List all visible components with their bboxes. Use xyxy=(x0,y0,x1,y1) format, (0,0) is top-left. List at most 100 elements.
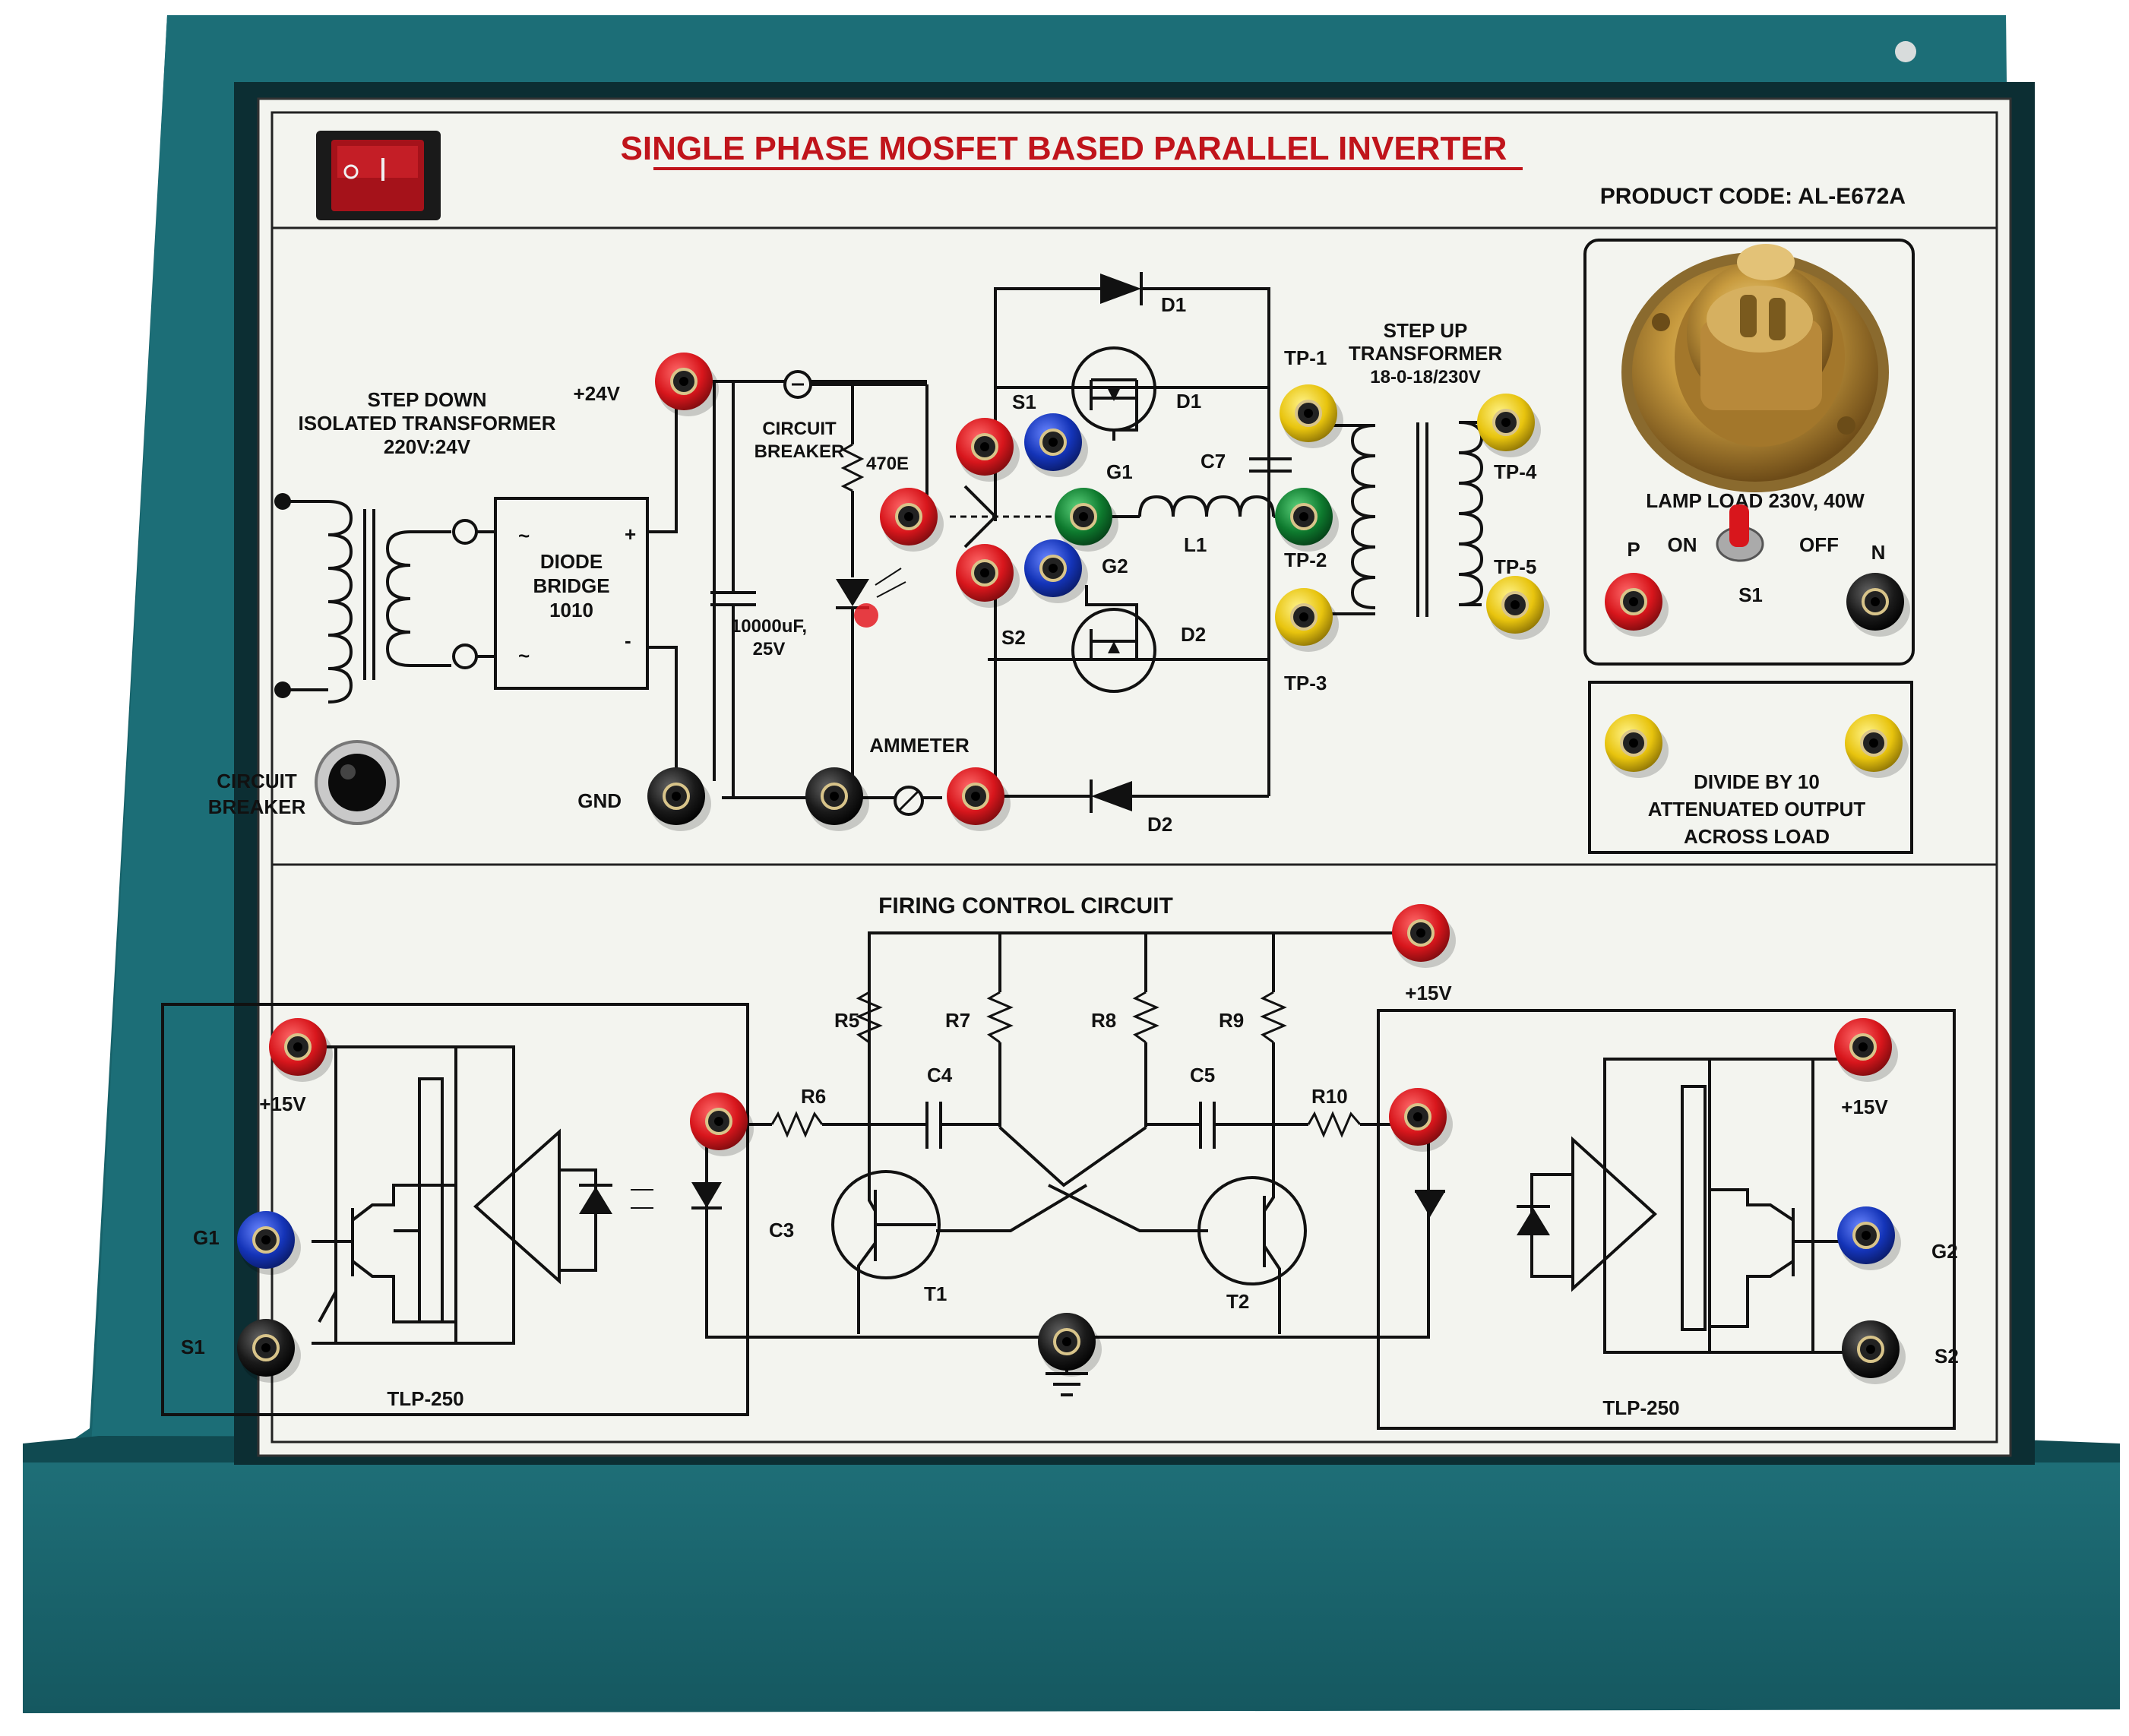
mosfet-s2-icon xyxy=(1071,608,1156,693)
tp1-socket[interactable] xyxy=(1280,384,1343,448)
divide-socket[interactable] xyxy=(1605,714,1669,778)
off-label: OFF xyxy=(1799,533,1839,556)
g2-gate-socket[interactable] xyxy=(1024,539,1088,603)
plus15v-socket[interactable] xyxy=(269,1018,333,1082)
panel-title: SINGLE PHASE MOSFET BASED PARALLEL INVER… xyxy=(621,130,1507,167)
step-up-label: TRANSFORMER xyxy=(1349,342,1502,365)
divide-label: ACROSS LOAD xyxy=(1684,825,1830,848)
g2-label: G2 xyxy=(1931,1240,1958,1263)
gnd-socket[interactable] xyxy=(647,767,711,831)
lamp-n-socket[interactable] xyxy=(1846,573,1910,637)
ac-symbol: ~ xyxy=(518,524,530,547)
product-code: PRODUCT CODE: AL-E672A xyxy=(1600,184,1906,209)
plus15v-label: +15V xyxy=(1405,982,1452,1004)
diode-d1-icon xyxy=(1100,274,1141,304)
g1-socket[interactable] xyxy=(237,1211,301,1275)
d2-label: D2 xyxy=(1181,623,1206,646)
diode-d2-icon xyxy=(1091,781,1132,811)
lamp-toggle-switch[interactable] xyxy=(1716,504,1764,562)
r8-label: R8 xyxy=(1091,1009,1116,1032)
plus-symbol: + xyxy=(625,523,636,545)
socket[interactable] xyxy=(956,418,1020,482)
c3-label: C3 xyxy=(769,1219,794,1241)
r5-label: R5 xyxy=(834,1009,859,1032)
tp4-socket[interactable] xyxy=(1477,394,1541,457)
tp2-socket[interactable] xyxy=(1275,488,1339,552)
plus15v-socket[interactable] xyxy=(1392,904,1456,968)
lamp-switch-label: S1 xyxy=(1738,583,1763,606)
r10-label: R10 xyxy=(1311,1085,1348,1108)
divide-by-10-box xyxy=(1588,681,1913,854)
opto-driver-right xyxy=(1377,1009,1956,1430)
circuit-breaker-label: CIRCUIT xyxy=(217,770,297,792)
phase-label: P xyxy=(1627,538,1640,561)
socket[interactable] xyxy=(690,1093,754,1156)
lamp-p-socket[interactable] xyxy=(1605,573,1669,637)
circuit-breaker-label: CIRCUIT xyxy=(762,419,837,439)
step-down-label: STEP DOWN xyxy=(368,388,487,411)
l1-label: L1 xyxy=(1184,533,1207,556)
socket[interactable] xyxy=(956,544,1020,608)
firing-title: FIRING CONTROL CIRCUIT xyxy=(878,893,1173,919)
transistor-t2-icon xyxy=(1197,1176,1307,1285)
c4-label: C4 xyxy=(927,1064,953,1086)
screw-icon xyxy=(1895,41,1916,62)
s2-socket[interactable] xyxy=(1842,1320,1906,1384)
opto-driver-left xyxy=(161,1003,749,1416)
t2-label: T2 xyxy=(1226,1290,1249,1313)
socket[interactable] xyxy=(1055,488,1118,552)
c7-label: C7 xyxy=(1201,450,1226,473)
s1-label: S1 xyxy=(181,1336,205,1358)
divide-socket[interactable] xyxy=(1845,714,1909,778)
ammeter-label: AMMETER xyxy=(869,734,970,757)
c5-label: C5 xyxy=(1190,1064,1215,1086)
r7-label: R7 xyxy=(945,1009,970,1032)
tp3-label: TP-3 xyxy=(1284,672,1327,694)
g1-label: G1 xyxy=(193,1226,220,1249)
capacitor-label: 10000uF, xyxy=(731,616,807,637)
s2-label: S2 xyxy=(1001,626,1026,649)
s1-socket[interactable] xyxy=(237,1319,301,1383)
tp5-label: TP-5 xyxy=(1494,555,1536,578)
plus24v-socket[interactable] xyxy=(655,353,719,416)
bridge-label: DIODE xyxy=(540,550,603,573)
r9-label: R9 xyxy=(1219,1009,1244,1032)
mains-rocker-switch[interactable] xyxy=(316,131,441,220)
minus-symbol: - xyxy=(625,629,631,652)
resistor-label: 470E xyxy=(866,454,909,474)
circuit-breaker-label: BREAKER xyxy=(754,441,845,462)
d1-label: D1 xyxy=(1176,390,1201,413)
gnd-label: GND xyxy=(577,789,622,812)
divide-label: ATTENUATED OUTPUT xyxy=(1648,798,1866,821)
step-up-label: STEP UP xyxy=(1384,319,1468,342)
bridge-label: BRIDGE xyxy=(533,574,609,597)
on-label: ON xyxy=(1668,533,1697,556)
socket[interactable] xyxy=(880,488,944,552)
ac-symbol: ~ xyxy=(518,644,530,667)
transistor-t1-icon xyxy=(831,1170,941,1279)
ammeter-socket[interactable] xyxy=(947,767,1011,831)
capacitor-label: 25V xyxy=(753,639,786,659)
circuit-breaker-button[interactable] xyxy=(315,740,400,825)
socket-group xyxy=(237,353,1910,1384)
plus24v-label: +24V xyxy=(574,382,621,405)
circuit-breaker-label: BREAKER xyxy=(208,795,306,818)
g2-socket[interactable] xyxy=(1837,1206,1901,1270)
tp1-label: TP-1 xyxy=(1284,346,1327,369)
d1-label: D1 xyxy=(1161,293,1186,316)
tlp250-label: TLP-250 xyxy=(387,1387,463,1410)
tp5-socket[interactable] xyxy=(1486,576,1550,640)
tp3-socket[interactable] xyxy=(1275,588,1339,652)
plus15v-socket[interactable] xyxy=(1834,1018,1898,1082)
step-down-label: ISOLATED TRANSFORMER xyxy=(299,412,556,435)
ground-socket[interactable] xyxy=(1038,1313,1102,1377)
plus15v-label: +15V xyxy=(1841,1096,1888,1118)
gnd-socket[interactable] xyxy=(805,767,869,831)
step-up-label: 18-0-18/230V xyxy=(1370,367,1480,387)
socket[interactable] xyxy=(1389,1088,1453,1152)
s1-gate-socket[interactable] xyxy=(1024,413,1088,477)
lamp-holder xyxy=(1621,244,1889,492)
plus15v-label: +15V xyxy=(259,1093,306,1115)
